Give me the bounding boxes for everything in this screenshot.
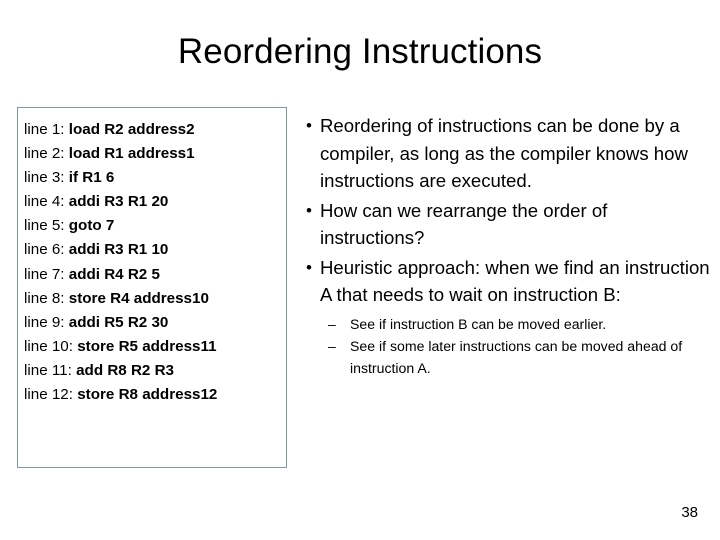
page-title: Reordering Instructions [177, 32, 543, 71]
code-line-instruction: if R1 6 [68, 169, 115, 187]
sub-bullet-text: See if instruction B can be moved earlie… [350, 315, 607, 332]
code-line-label: line 2: [24, 145, 65, 163]
code-line-instruction: store R5 address11 [77, 337, 217, 355]
code-line-label: line 10: [24, 337, 73, 355]
code-line-label: line 8: [24, 289, 65, 307]
code-line-label: line 12: [24, 386, 73, 404]
code-line: line 11: add R8 R2 R3 [24, 359, 286, 383]
list-item: • Heuristic approach: when we find an in… [300, 254, 715, 309]
sub-list-item: – See if instruction B can be moved earl… [328, 314, 715, 336]
bullet-point-icon: • [306, 116, 312, 135]
code-listing-box: line 1: load R2 address2 line 2: load R1… [17, 107, 287, 468]
sub-bullet-text: See if some later instructions can be mo… [350, 338, 683, 376]
code-line-label: line 9: [24, 313, 65, 331]
code-line-label: line 6: [24, 241, 65, 259]
sub-bullet-list: – See if instruction B can be moved earl… [328, 314, 715, 380]
bullet-list: • Reordering of instructions can be done… [300, 112, 715, 380]
bullet-point-icon: • [306, 200, 312, 220]
code-line-label: line 11: [24, 361, 72, 379]
code-line-instruction: addi R3 R1 20 [68, 193, 169, 211]
code-line: line 3: if R1 6 [24, 166, 286, 190]
code-line: line 2: load R1 address1 [24, 142, 286, 166]
code-line-instruction: store R4 address10 [68, 289, 209, 307]
code-line-instruction: addi R4 R2 5 [68, 265, 160, 283]
code-line-instruction: load R1 address1 [68, 145, 195, 163]
sub-list-item: – See if some later instructions can be … [328, 336, 715, 379]
code-line-instruction: load R2 address2 [68, 121, 195, 138]
code-line: line 9: addi R5 R2 30 [24, 311, 286, 335]
dash-bullet-icon: – [328, 315, 336, 332]
dash-bullet-icon: – [328, 338, 336, 354]
code-line-label: line 1: [24, 121, 65, 138]
list-item: • How can we rearrange the order of inst… [300, 197, 715, 252]
page-number: 38 [681, 504, 698, 521]
code-line-label: line 4: [24, 193, 65, 211]
code-line: line 10: store R5 address11 [24, 335, 286, 359]
bullet-text: Heuristic approach: when we find an inst… [320, 256, 710, 306]
code-line: line 5: goto 7 [24, 214, 286, 238]
bullet-point-icon: • [306, 257, 312, 277]
code-line-label: line 7: [24, 265, 65, 283]
code-line-label: line 5: [24, 217, 65, 235]
code-line: line 4: addi R3 R1 20 [24, 190, 286, 214]
bullet-text: How can we rearrange the order of instru… [320, 199, 608, 249]
code-line: line 8: store R4 address10 [24, 287, 286, 311]
code-line-instruction: add R8 R2 R3 [76, 361, 174, 379]
code-line: line 12: store R8 address12 [24, 383, 286, 407]
code-line: line 1: load R2 address2 [24, 118, 286, 142]
bullet-text: Reordering of instructions can be done b… [320, 115, 688, 191]
code-line-instruction: store R8 address12 [77, 386, 218, 404]
code-line-label: line 3: [24, 169, 65, 187]
code-line-instruction: goto 7 [68, 217, 115, 235]
code-line: line 6: addi R3 R1 10 [24, 238, 286, 262]
code-line-instruction: addi R3 R1 10 [68, 241, 169, 259]
code-line: line 7: addi R4 R2 5 [24, 263, 286, 287]
list-item: • Reordering of instructions can be done… [300, 112, 715, 195]
code-line-instruction: addi R5 R2 30 [68, 313, 169, 331]
